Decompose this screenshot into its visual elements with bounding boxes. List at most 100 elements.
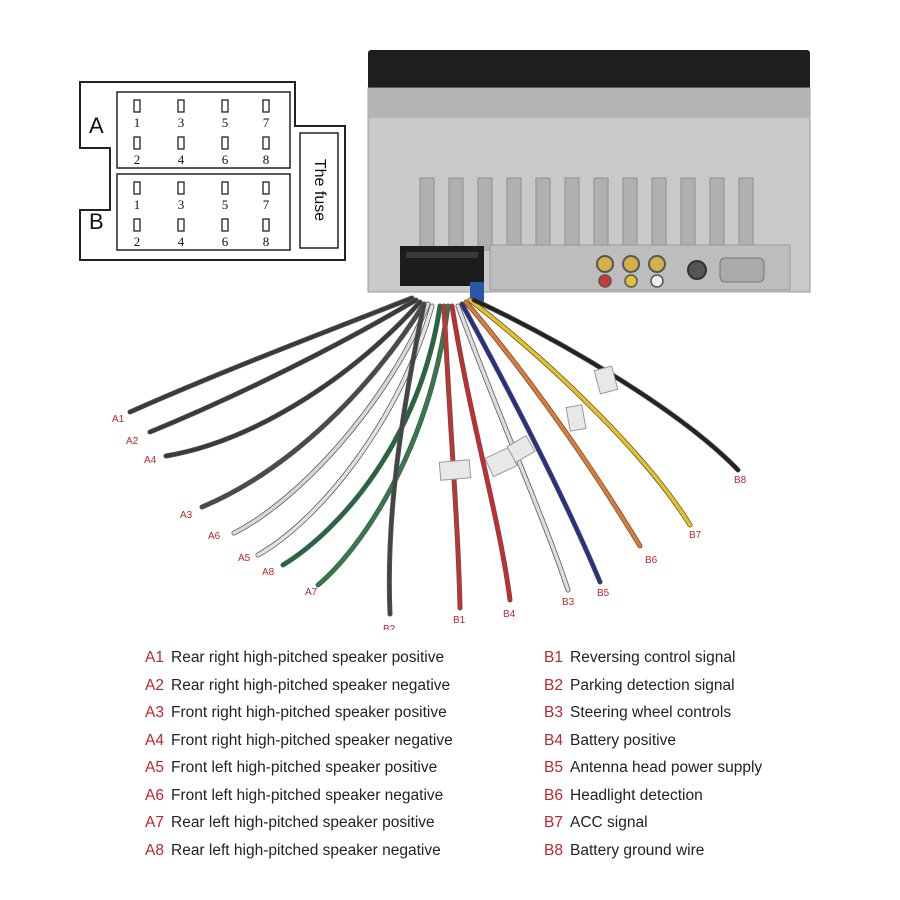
wire-label-b8: B8 [734, 475, 747, 486]
pin-number: 5 [222, 115, 229, 130]
wire-label-a7: A7 [305, 587, 318, 598]
wire-b7 [468, 298, 692, 527]
legend-text: Parking detection signal [570, 676, 735, 694]
wire-tag [593, 365, 619, 395]
legend-code: B6 [544, 786, 563, 804]
wire-b3 [456, 304, 570, 592]
legend-item-a7: A7 Rear left high-pitched speaker positiv… [145, 809, 453, 837]
pin-number: 6 [222, 152, 229, 167]
pin-slot [221, 136, 229, 150]
pin-slot [262, 218, 270, 232]
wire-label-a2: A2 [126, 436, 139, 447]
fuse-box [299, 132, 339, 249]
wire-a5 [256, 304, 434, 557]
legend-text: Rear left high-pitched speaker positive [171, 814, 435, 831]
group-b-label: B [89, 209, 104, 234]
wire-a3 [200, 302, 426, 509]
wire-outline-a5 [255, 303, 435, 558]
rca-jack [648, 255, 666, 273]
legend-text: Rear left high-pitched speaker negative [171, 841, 441, 859]
legend-code: A3 [145, 704, 164, 721]
pin-slot [177, 136, 185, 150]
pin-number: 8 [263, 234, 270, 249]
legend-code: A8 [145, 841, 164, 859]
pin-slot [133, 218, 141, 232]
pin-number: 6 [222, 234, 229, 249]
legend-text: Battery positive [570, 731, 676, 749]
pin-slot [262, 99, 270, 113]
pin-slot [221, 218, 229, 232]
rca-jack [596, 255, 614, 273]
cooling-fin [419, 177, 435, 251]
pin-number: 1 [134, 115, 141, 130]
wire-a2 [148, 298, 418, 434]
legend-code: B7 [544, 814, 563, 831]
wire-label-a5: A5 [238, 553, 251, 564]
rca-jacks [596, 255, 666, 288]
pin-number: 2 [134, 152, 141, 167]
wire-label-a8: A8 [262, 567, 275, 578]
legend-code: A6 [145, 786, 164, 804]
legend-text: Front right high-pitched speaker positiv… [171, 704, 447, 721]
wire-a4 [164, 300, 422, 458]
legend-text: Antenna head power supply [570, 759, 763, 776]
pin-number: 3 [178, 115, 185, 130]
wire-plug-clip [406, 252, 478, 258]
legend-text: Battery ground wire [570, 841, 705, 859]
cooling-fin [535, 177, 551, 251]
wire-label-b1: B1 [453, 615, 466, 626]
pin-number: 2 [134, 234, 141, 249]
pin-slot [221, 99, 229, 113]
wire-a1 [128, 296, 414, 414]
pin-slot [221, 181, 229, 195]
wire-label-b3: B3 [562, 597, 575, 608]
wires [127, 295, 741, 617]
pin-number: 5 [222, 197, 229, 212]
legend-item-b1: B1 Reversing control signal [544, 644, 762, 672]
pin-number: 8 [263, 152, 270, 167]
legend-code: A7 [145, 814, 164, 831]
pin-slot [262, 181, 270, 195]
legend-code: B1 [544, 649, 563, 666]
pin-slot [177, 218, 185, 232]
wire-label-b5: B5 [597, 588, 610, 599]
pin-block-b [116, 173, 291, 251]
legend-text: Reversing control signal [570, 649, 736, 666]
wire-tags [438, 365, 619, 481]
cooling-fin [709, 177, 725, 251]
pin-slot [133, 136, 141, 150]
head-unit-front-bezel [368, 50, 810, 90]
wire-tag [565, 404, 587, 432]
pin-number: 7 [263, 197, 270, 212]
legend-code: B8 [544, 841, 563, 859]
legend-code: B3 [544, 704, 563, 721]
pin-slot [133, 181, 141, 195]
legend-code: A2 [145, 676, 164, 694]
pin-slot [133, 99, 141, 113]
legend-text: Steering wheel controls [570, 704, 732, 721]
pin-slot [262, 136, 270, 150]
wire-label-b4: B4 [503, 609, 516, 620]
pin-number: 1 [134, 197, 141, 212]
pin-block-a [116, 91, 291, 169]
cooling-fin [564, 177, 580, 251]
wire-b4 [450, 304, 512, 602]
wire-b5 [460, 302, 602, 584]
rca-jack-yellow [624, 274, 638, 288]
rca-jack [622, 255, 640, 273]
legend-item-b4: B4 Battery positive [544, 727, 762, 755]
cooling-fin [651, 177, 667, 251]
pin-number: 3 [178, 197, 185, 212]
usb-port [719, 257, 765, 283]
legend-code: B4 [544, 731, 563, 749]
pin-number: 4 [178, 152, 185, 167]
cooling-fin [506, 177, 522, 251]
